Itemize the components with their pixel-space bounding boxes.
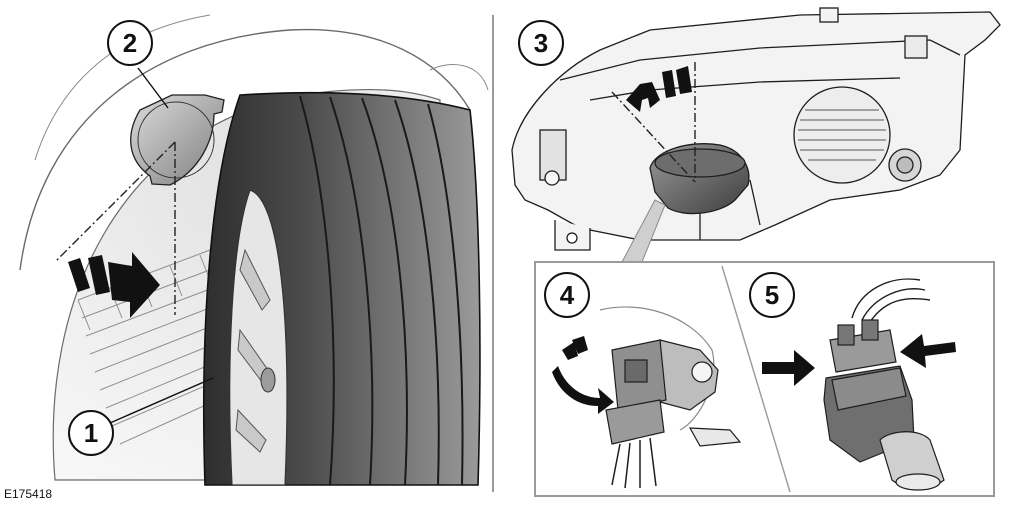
callout-5: 5 — [749, 272, 795, 318]
wheel-hub — [260, 367, 276, 393]
step-5-illustration — [823, 278, 945, 491]
wheel-spokes — [235, 248, 271, 453]
body-outline — [19, 28, 471, 271]
headlamp-housing — [511, 11, 1001, 241]
headlamp-assembly — [511, 7, 1001, 251]
step-4-rotate-arrow — [552, 336, 614, 414]
callout-2: 2 — [107, 20, 153, 66]
callout-4-label: 4 — [560, 280, 575, 310]
step-5-squeeze-arrows — [762, 334, 956, 386]
rotation-arrow — [626, 66, 692, 112]
callout-2-label: 2 — [123, 28, 137, 58]
headlamp-alignment-lines — [611, 62, 696, 183]
body-crease — [429, 64, 489, 91]
callout-5-label: 5 — [765, 280, 779, 310]
alignment-lines — [54, 141, 176, 315]
callout-1-label: 1 — [84, 418, 98, 448]
callout-1: 1 — [68, 410, 114, 456]
callout-4: 4 — [544, 272, 590, 318]
callout-2-leader — [137, 67, 169, 109]
tyre-tread-grooves — [299, 95, 464, 486]
cooling-fan — [793, 86, 891, 184]
figure-reference-code: E175418 — [4, 487, 52, 501]
body-outline-inner — [34, 14, 211, 161]
callout-3-label: 3 — [534, 28, 548, 58]
left-panel-wheel-arch — [19, 14, 489, 486]
fan-blades — [798, 109, 886, 161]
callout-3: 3 — [518, 20, 564, 66]
step-4-illustration — [599, 306, 742, 489]
inset-divider — [721, 265, 791, 493]
callout-1-leader — [109, 377, 214, 424]
removal-arrow — [68, 252, 160, 318]
